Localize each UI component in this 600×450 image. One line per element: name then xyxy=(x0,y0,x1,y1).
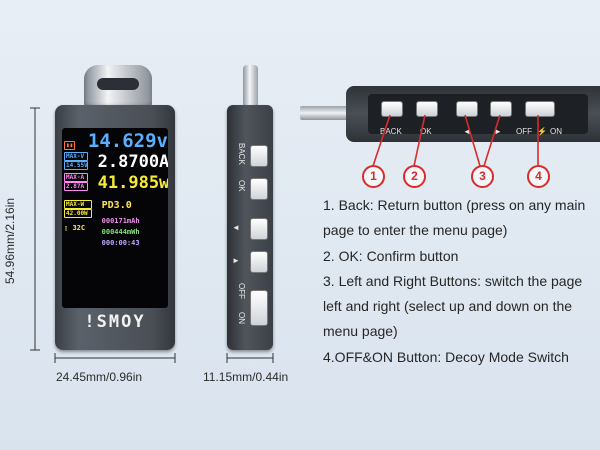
max-v-box: MAX-V 14.55V xyxy=(64,152,88,170)
max-w-value: 42.00W xyxy=(64,209,92,218)
side-back-button[interactable] xyxy=(250,145,268,167)
usb-c-port-opening xyxy=(97,78,139,90)
max-w-box: MAX-W 42.00W ▯ 32C xyxy=(64,200,92,232)
strip-right-button[interactable] xyxy=(490,101,512,117)
strip-label-ok: OK xyxy=(420,127,432,136)
side-label-off: OFF xyxy=(237,283,246,299)
max-a-value: 2.87A xyxy=(64,182,88,191)
instruction-back: 1. Back: Return button (press on any mai… xyxy=(323,197,586,239)
side-usb-plug xyxy=(243,65,258,107)
strip-label-on: ON xyxy=(550,127,562,136)
strip-ok-button[interactable] xyxy=(416,101,438,117)
max-v-label: MAX-V xyxy=(64,152,88,161)
strip-left-button[interactable] xyxy=(456,101,478,117)
side-right-button[interactable] xyxy=(250,251,268,273)
width-dimension-label: 24.45mm/0.96in xyxy=(56,370,143,384)
strip-label-left-arrow: ◄ xyxy=(463,127,471,136)
side-label-on: ON xyxy=(237,312,246,324)
timer-reading: 000:00:43 xyxy=(101,239,140,247)
max-a-label: MAX-A xyxy=(64,173,88,182)
thermometer-icon: ▯ xyxy=(64,224,69,232)
temperature-reading: ▯ 32C xyxy=(64,224,92,232)
callout-1: 1 xyxy=(362,165,385,188)
max-w-label: MAX-W xyxy=(64,200,92,209)
voltage-reading: 14.629v xyxy=(87,130,168,152)
strip-label-off: OFF xyxy=(516,127,532,136)
screen-row-power: MAX-A 2.87A 41.985w xyxy=(64,173,168,193)
instruction-left-right: 3. Left and Right Buttons: switch the pa… xyxy=(323,272,583,340)
callout-2: 2 xyxy=(403,165,426,188)
side-label-right-arrow: ► xyxy=(232,256,240,265)
side-label-ok: OK xyxy=(237,180,246,192)
side-label-back: BACK xyxy=(237,143,246,165)
max-v-value: 14.55V xyxy=(64,161,88,170)
screen-row-stats: MAX-W 42.00W ▯ 32C PD3.0 000171mAh 00044… xyxy=(64,200,140,247)
stats-column: PD3.0 000171mAh 000444mWh 000:00:43 xyxy=(102,200,140,247)
screen-row-voltage: ▮▮ 14.629v xyxy=(64,130,168,152)
instruction-off-on: 4.OFF&ON Button: Decoy Mode Switch xyxy=(323,348,569,365)
thickness-dimension-label: 11.15mm/0.44in xyxy=(203,370,289,384)
side-ok-button[interactable] xyxy=(250,178,268,200)
current-reading: 2.8700A xyxy=(97,152,168,172)
bolt-icon: ⚡ xyxy=(537,127,547,136)
max-a-box: MAX-A 2.87A xyxy=(64,173,88,191)
strip-label-right-arrow: ► xyxy=(494,127,502,136)
callout-3: 3 xyxy=(471,165,494,188)
capacity-reading: 000171mAh xyxy=(101,217,140,225)
instruction-ok: 2. OK: Confirm button xyxy=(323,247,459,264)
side-off-on-switch[interactable] xyxy=(250,290,268,326)
strip-off-on-switch[interactable] xyxy=(525,101,555,117)
strip-label-back: BACK xyxy=(380,127,402,136)
button-instructions: 1. Back: Return button (press on any mai… xyxy=(323,193,598,370)
side-label-left-arrow: ◄ xyxy=(232,223,240,232)
power-reading: 41.985w xyxy=(97,173,168,193)
voltage-badge-icon: ▮▮ xyxy=(64,141,76,150)
protocol-label: PD3.0 xyxy=(101,200,132,211)
side-left-button[interactable] xyxy=(250,218,268,240)
tester-display: ▮▮ 14.629v MAX-V 14.55V 2.8700A MAX-A 2.… xyxy=(62,128,168,308)
callout-4: 4 xyxy=(527,165,550,188)
energy-reading: 000444mWh xyxy=(101,228,140,236)
screen-row-current: MAX-V 14.55V 2.8700A xyxy=(64,152,168,172)
brand-logo: !SMOY xyxy=(84,312,146,332)
strip-usb-plug xyxy=(300,106,350,120)
strip-back-button[interactable] xyxy=(381,101,403,117)
temperature-value: 32C xyxy=(72,224,86,232)
